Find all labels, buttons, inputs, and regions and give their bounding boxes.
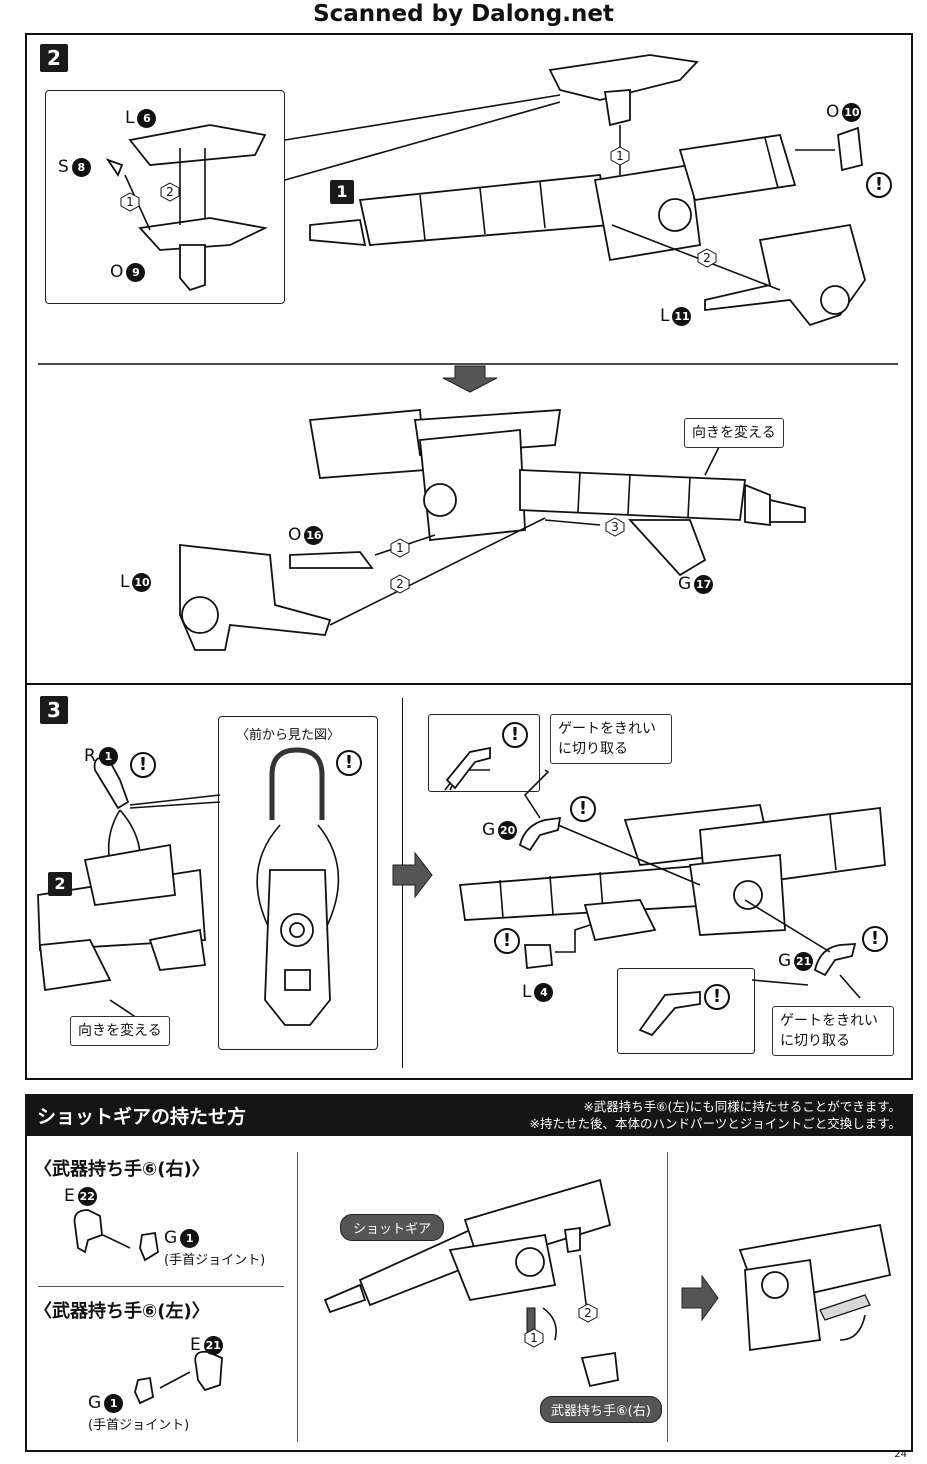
step2b-arrow-1: 1	[390, 538, 410, 558]
shot-step-1: 1	[524, 1328, 544, 1348]
joint-label-left: (手首ジョイント)	[88, 1418, 190, 1433]
warning-g21-inset: !	[704, 984, 730, 1010]
page-number: 24	[894, 1449, 907, 1460]
warning-l4: !	[494, 928, 520, 954]
shot-gear-title: ショットギアの持たせ方	[37, 1106, 247, 1128]
right-hand-head: 〈武器持ち手⑥(右)〉	[34, 1159, 210, 1180]
joint-label-right: (手首ジョイント)	[164, 1253, 266, 1268]
g21-inset-box	[617, 968, 755, 1054]
step-3-number: 3	[40, 696, 68, 724]
warning-g21: !	[862, 926, 888, 952]
shot-gear-note-2: ※持たせた後、本体のハンドパーツとジョイントごと交換します。	[529, 1116, 901, 1131]
step2b-arrow-3: 3	[605, 517, 625, 537]
turn-note-3: 向きを変える	[70, 1016, 170, 1046]
g20-inset-box	[428, 714, 540, 792]
step2b-arrow-2: 2	[390, 574, 410, 594]
shot-gear-pill: ショットギア	[340, 1214, 445, 1241]
shot-gear-notes: ※武器持ち手⑥(左)にも同様に持たせることができます。 ※持たせた後、本体のハン…	[530, 1098, 901, 1132]
shot-gear-panel	[25, 1136, 913, 1452]
warning-r1: !	[130, 752, 156, 778]
shot-step-2: 2	[578, 1303, 598, 1323]
shot-gear-note-1: ※武器持ち手⑥(左)にも同様に持たせることができます。	[583, 1099, 901, 1114]
step-3-panel	[25, 683, 913, 1080]
shot-gear-header: ショットギアの持たせ方 ※武器持ち手⑥(左)にも同様に持たせることができます。 …	[25, 1094, 913, 1136]
scan-banner: Scanned by Dalong.net	[313, 1, 614, 27]
step-3-illustration	[37, 746, 886, 1037]
step-2-inset	[45, 90, 285, 304]
warning-front-view: !	[336, 750, 362, 776]
step-2-illustration	[38, 54, 898, 651]
turn-note-2: 向きを変える	[684, 418, 784, 448]
step-3-sub-2: 2	[48, 872, 72, 896]
warning-g20-inset: !	[502, 722, 528, 748]
warning-o10: !	[866, 172, 892, 198]
step2-arrow-2: 2	[697, 248, 717, 268]
step2-arrow-1: 1	[610, 146, 630, 166]
gate-note-2: ゲートをきれい に切り取る	[772, 1006, 894, 1056]
inset-step-1: 1	[120, 192, 140, 212]
step-2-number: 2	[40, 44, 68, 72]
gate-note-1: ゲートをきれい に切り取る	[550, 714, 672, 764]
shot-divider-2	[667, 1152, 668, 1442]
weapon-hand-pill: 武器持ち手⑥(右)	[540, 1396, 662, 1423]
shot-gear-illustration	[73, 1178, 892, 1405]
warning-g20: !	[570, 796, 596, 822]
front-view-box	[218, 716, 378, 1050]
front-view-title: 〈前から見た図〉	[236, 728, 341, 743]
inset-step-2: 2	[160, 182, 180, 202]
shot-divider-h	[38, 1286, 284, 1287]
shot-divider-1	[297, 1152, 298, 1442]
left-hand-head: 〈武器持ち手⑥(左)〉	[34, 1301, 210, 1322]
sub-step-1: 1	[330, 180, 354, 204]
